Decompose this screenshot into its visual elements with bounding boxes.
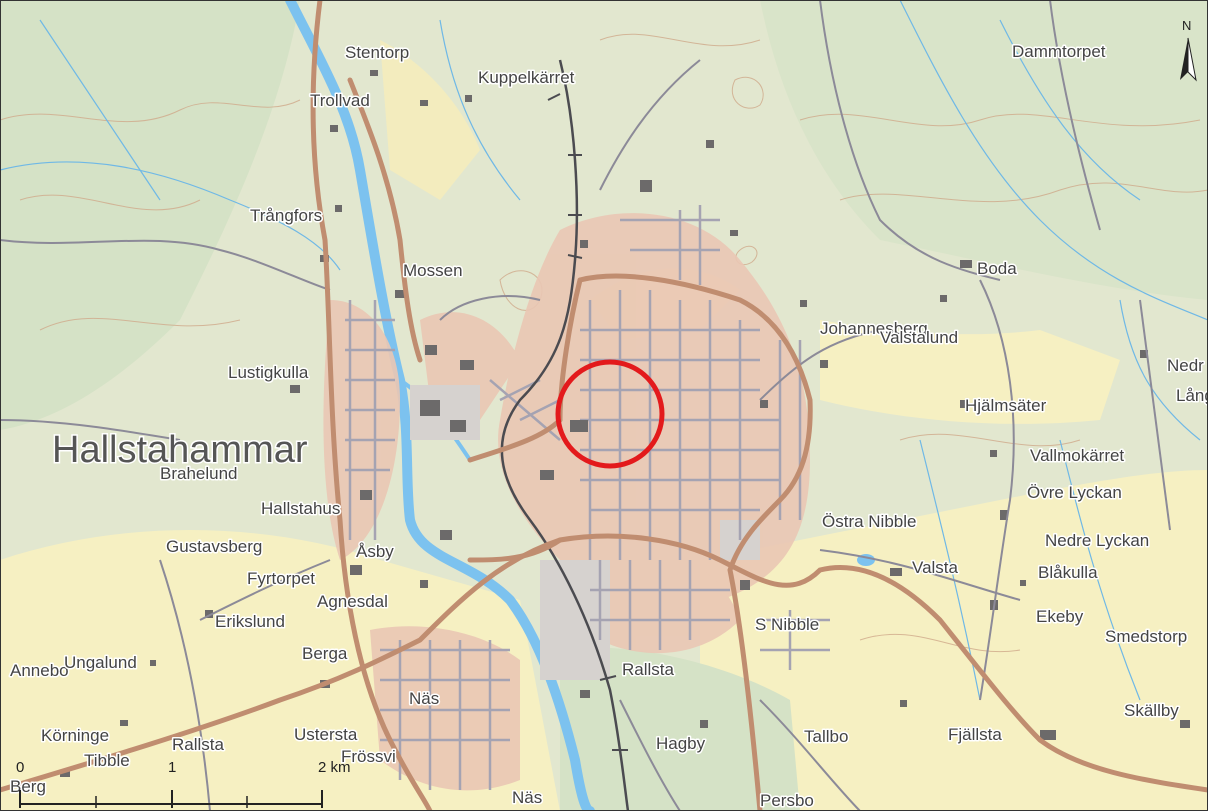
north-arrow-label: N bbox=[1182, 18, 1191, 33]
place-label: Fjällsta bbox=[948, 725, 1002, 744]
place-label: Nedr bbox=[1167, 356, 1204, 375]
place-label: Hallstahus bbox=[261, 499, 340, 518]
place-label: Nedre Lyckan bbox=[1045, 531, 1149, 550]
place-label: Näs bbox=[512, 788, 542, 807]
river bbox=[285, 0, 595, 811]
place-label: Åsby bbox=[356, 542, 394, 561]
place-label: Hagby bbox=[656, 734, 706, 753]
place-label: Trångfors bbox=[250, 206, 322, 225]
place-label: Östra Nibble bbox=[822, 512, 916, 531]
place-label: Agnesdal bbox=[317, 592, 388, 611]
place-label: Hjälmsäter bbox=[965, 396, 1047, 415]
forest-area bbox=[0, 0, 300, 430]
place-label: Rallsta bbox=[622, 660, 675, 679]
farmland-area bbox=[380, 40, 480, 200]
place-label: Johannesberg bbox=[820, 319, 928, 338]
railway-ticks bbox=[547, 93, 628, 751]
place-label: Dammtorpet bbox=[1012, 42, 1106, 61]
place-label: Gustavsberg bbox=[166, 537, 262, 556]
place-label: S Nibble bbox=[755, 615, 819, 634]
place-label: Lustigkulla bbox=[228, 363, 309, 382]
place-label: Berg bbox=[10, 777, 46, 796]
place-label: Frössvi bbox=[341, 747, 396, 766]
place-label: Ungalund bbox=[64, 653, 137, 672]
minor-roads bbox=[0, 0, 1171, 811]
place-label: Trollvad bbox=[310, 91, 370, 110]
farmland-area bbox=[820, 320, 1120, 424]
place-label: Skällby bbox=[1124, 701, 1179, 720]
place-label: Brahelund bbox=[160, 464, 238, 483]
scale-label-2: 2 km bbox=[318, 759, 351, 776]
scale-label-0: 0 bbox=[16, 759, 24, 776]
place-label: Ustersta bbox=[294, 725, 358, 744]
place-label: Boda bbox=[977, 259, 1017, 278]
place-label: Tibble bbox=[84, 751, 130, 770]
place-label: Annebo bbox=[10, 661, 69, 680]
scale-bar: 0 1 2 km bbox=[16, 759, 351, 808]
place-label: Övre Lyckan bbox=[1027, 483, 1122, 502]
place-label: Kuppelkärret bbox=[478, 68, 575, 87]
place-label: Körninge bbox=[41, 726, 109, 745]
place-label: Valsta bbox=[912, 558, 959, 577]
forest-area bbox=[560, 647, 800, 811]
place-label: Valstalund bbox=[880, 328, 958, 347]
place-label: Lång bbox=[1176, 386, 1208, 405]
place-label: Smedstorp bbox=[1105, 627, 1187, 646]
place-label: Blåkulla bbox=[1038, 563, 1098, 582]
north-arrow: N bbox=[1180, 18, 1197, 82]
place-label: Ekeby bbox=[1036, 607, 1084, 626]
place-label: Persbo bbox=[760, 791, 814, 810]
place-label: Näs bbox=[409, 689, 439, 708]
municipality-label: Hallstahammar bbox=[52, 429, 308, 471]
scale-label-1: 1 bbox=[168, 759, 176, 776]
highlight-circle bbox=[555, 359, 665, 469]
forest-area bbox=[760, 0, 1208, 300]
place-label: Berga bbox=[302, 644, 348, 663]
place-label: Fyrtorpet bbox=[247, 569, 315, 588]
street-grid bbox=[345, 205, 830, 790]
place-label: Stentorp bbox=[345, 43, 409, 62]
place-label: Mossen bbox=[403, 261, 463, 280]
place-label: Tallbo bbox=[804, 727, 848, 746]
place-label: Erikslund bbox=[215, 612, 285, 631]
place-label: Vallmokärret bbox=[1030, 446, 1124, 465]
place-label: Rallsta bbox=[172, 735, 225, 754]
